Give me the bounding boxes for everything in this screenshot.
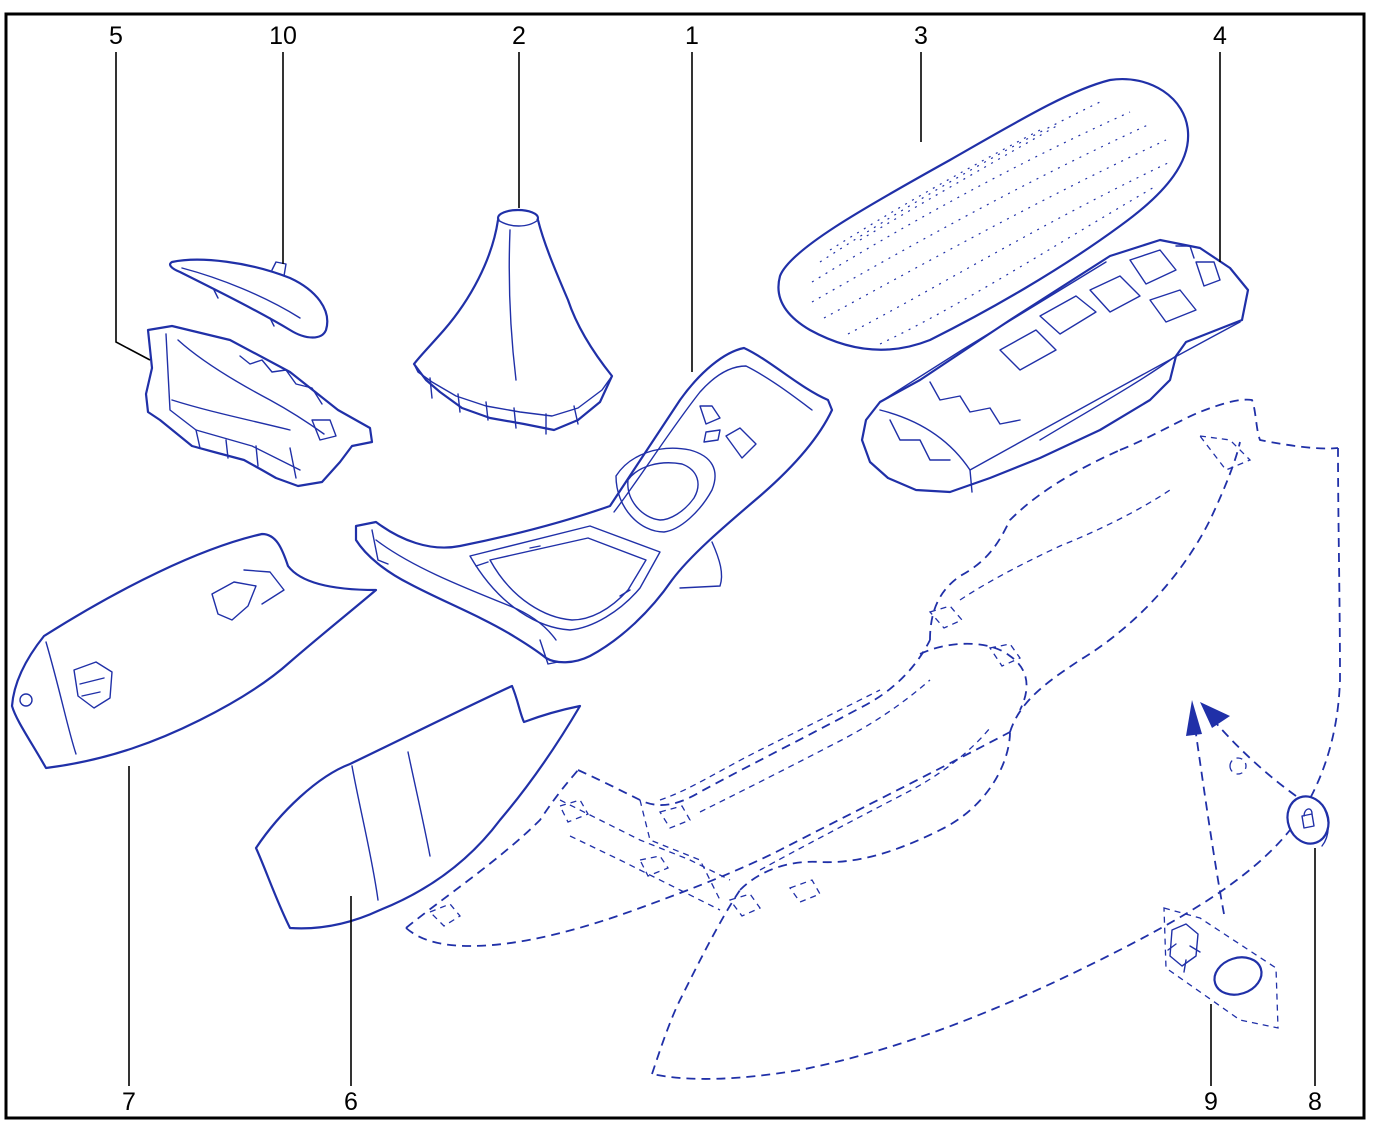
part-armrest-cover xyxy=(777,77,1190,351)
part-right-side-trim xyxy=(254,684,582,930)
callout-label: 1 xyxy=(685,22,699,50)
callout-1: 1 xyxy=(685,22,699,372)
part-fastener-plug-kit xyxy=(1163,907,1279,1029)
callout-label: 6 xyxy=(344,1088,358,1116)
callout-8: 8 xyxy=(1308,848,1322,1116)
callout-6: 6 xyxy=(344,896,358,1116)
callout-label: 5 xyxy=(109,22,123,50)
callout-9: 9 xyxy=(1204,1004,1218,1116)
callout-5: 5 xyxy=(109,22,151,361)
callout-label: 10 xyxy=(269,22,297,50)
console-body-reference-outline xyxy=(405,398,1341,1080)
part-lock-plug-cap xyxy=(1286,795,1330,847)
diagram-frame xyxy=(4,12,1366,1120)
part-center-console-trim xyxy=(354,346,834,665)
callout-label: 3 xyxy=(914,22,928,50)
callout-label: 4 xyxy=(1213,22,1227,50)
callout-label: 8 xyxy=(1308,1088,1322,1116)
part-armrest-storage xyxy=(860,238,1250,494)
callout-label: 7 xyxy=(122,1088,136,1116)
part-gear-shift-boot xyxy=(412,208,614,435)
part-upper-trim-strip xyxy=(169,258,329,339)
callout-4: 4 xyxy=(1213,22,1227,262)
part-cup-holder-bracket xyxy=(144,324,374,488)
callout-3: 3 xyxy=(914,22,928,142)
callout-label: 9 xyxy=(1204,1088,1218,1116)
callout-10: 10 xyxy=(269,22,297,264)
assembly-direction-arrows xyxy=(1186,700,1297,915)
callout-7: 7 xyxy=(122,766,136,1116)
callout-label: 2 xyxy=(512,22,526,50)
callout-2: 2 xyxy=(512,22,526,208)
part-left-side-trim xyxy=(10,532,378,770)
